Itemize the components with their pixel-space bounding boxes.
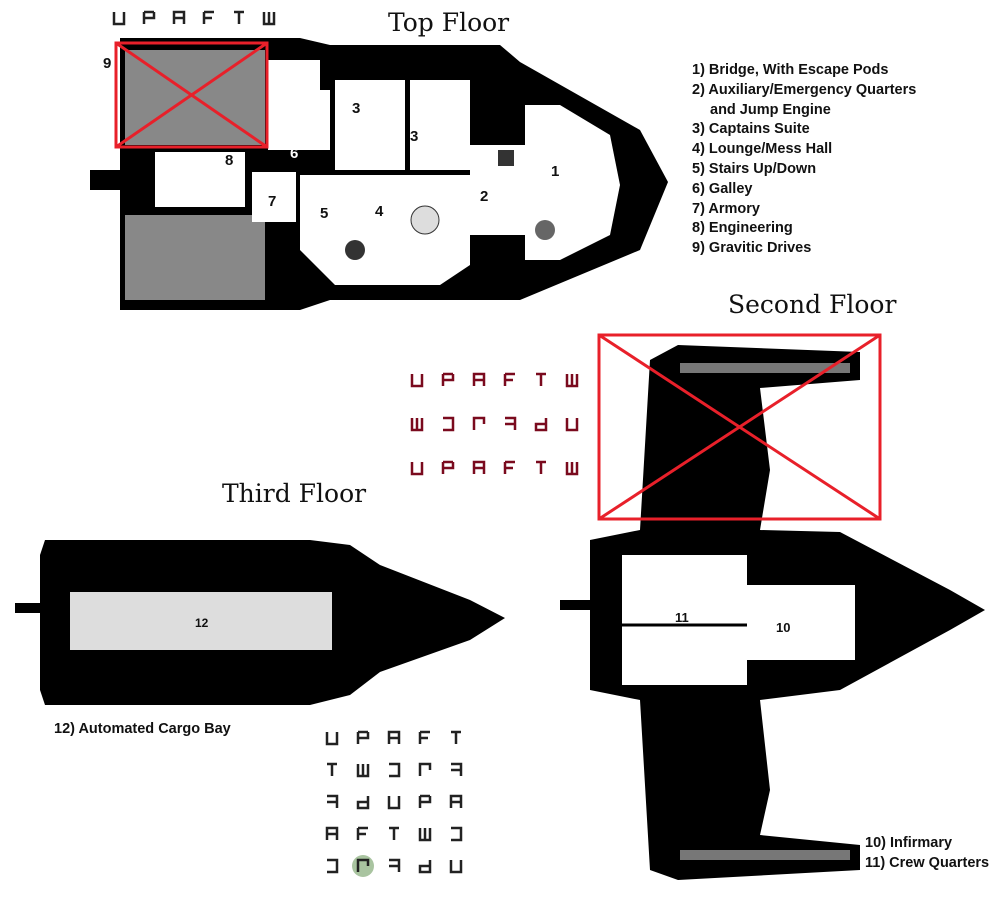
alien-glyph [112,10,126,26]
legend-item: 11) Crew Quarters [865,854,990,871]
alien-glyph [418,794,432,810]
legend-item: 9) Gravitic Drives [692,240,812,257]
room-number-11: 11 [675,610,689,625]
legend-item: 4) Lounge/Mess Hall [692,141,833,158]
third-floor-title: Third Floor [222,479,367,508]
room-number-7: 7 [268,193,277,210]
alien-glyph [534,416,548,432]
alien-glyph [472,416,486,432]
alien-glyph [449,762,463,778]
alien-glyph [172,10,186,26]
third-floor-plan [15,540,505,705]
room-number-6: 6 [290,145,299,162]
room-number-3b: 3 [410,128,419,145]
alien-glyph [387,858,401,874]
alien-glyph [387,762,401,778]
alien-glyph [387,826,401,842]
room-number-10: 10 [776,620,791,635]
second-floor-title: Second Floor [728,290,897,319]
legend-item: 1) Bridge, With Escape Pods [692,62,889,78]
alien-glyph [418,858,432,874]
alien-glyph [356,794,370,810]
alien-glyph [472,372,486,388]
alien-glyph [449,730,463,746]
room-number-1: 1 [551,163,560,180]
legend-item: 6) Galley [692,180,753,197]
alien-glyph [356,730,370,746]
alien-glyph [472,460,486,476]
alien-glyph [202,10,216,26]
room-number-12: 12 [195,616,209,630]
room-number-8: 8 [225,152,234,169]
alien-glyph [325,762,339,778]
alien-glyph [418,762,432,778]
alien-glyph [418,730,432,746]
alien-glyph [142,10,156,26]
alien-glyph [565,372,579,388]
alien-glyph [356,826,370,842]
room-number-9: 9 [103,55,112,72]
room-number-5: 5 [320,205,329,222]
room-number-2: 2 [480,188,489,205]
alien-glyph [449,826,463,842]
legend-item: 12) Automated Cargo Bay [54,721,231,737]
top-floor-plan [90,38,668,310]
alien-glyph [503,416,517,432]
top-floor-legend: 1) Bridge, With Escape Pods 2) Auxiliary… [692,61,916,259]
alien-glyph [449,794,463,810]
legend-item: 2) Auxiliary/Emergency Quarters [692,81,917,98]
alien-glyph [418,826,432,842]
legend-item: 8) Engineering [692,220,793,237]
alien-glyph [262,10,276,26]
alien-glyph [410,460,424,476]
alien-glyph [503,460,517,476]
room-number-3a: 3 [352,100,361,117]
top-floor-title: Top Floor [388,8,510,37]
alien-glyph [534,460,548,476]
alien-glyph [565,416,579,432]
room-number-4: 4 [375,203,384,220]
alien-glyph [534,372,548,388]
alien-glyph [410,416,424,432]
alien-glyph [441,372,455,388]
alien-glyph [356,762,370,778]
legend-item: and Jump Engine [710,101,831,118]
alien-glyph [565,460,579,476]
alien-glyph [441,460,455,476]
alien-glyph [325,826,339,842]
legend-item: 7) Armory [692,200,760,217]
alien-glyph [387,730,401,746]
alien-glyph [503,372,517,388]
legend-item: 5) Stairs Up/Down [692,160,817,177]
second-floor-plan [560,345,985,880]
legend-item: 10) Infirmary [865,835,953,851]
alien-glyph [232,10,246,26]
crossout-gravitic-drives [114,41,269,149]
alien-glyph [449,858,463,874]
alien-glyph [352,855,374,877]
alien-glyph [325,794,339,810]
alien-glyph [387,794,401,810]
third-floor-legend: 12) Automated Cargo Bay [54,720,231,740]
alien-glyph [441,416,455,432]
crossout-upper-wing [597,333,882,521]
alien-glyph [325,858,339,874]
alien-glyph [325,730,339,746]
alien-glyph [410,372,424,388]
legend-item: 3) Captains Suite [692,121,810,138]
second-floor-legend: 10) Infirmary 11) Crew Quarters [865,834,989,874]
